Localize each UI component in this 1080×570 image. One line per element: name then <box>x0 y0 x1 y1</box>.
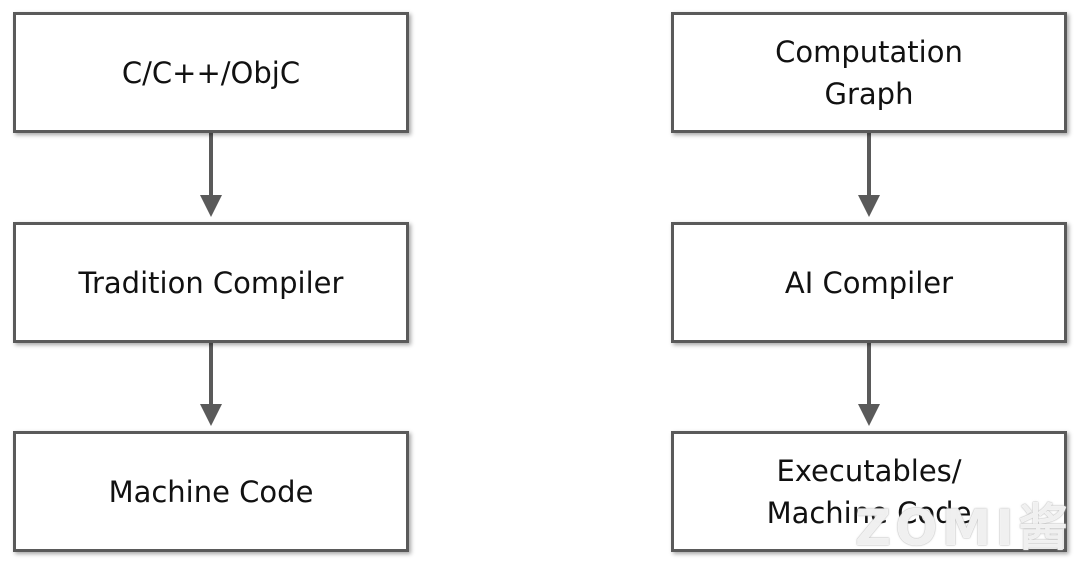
traditional-compiler-label: Tradition Compiler <box>78 265 344 300</box>
watermark-logo: ZOMI酱 <box>854 499 1072 557</box>
arrow-source-to-compiler-left <box>200 133 222 217</box>
machine-code-box: Machine Code <box>13 431 409 552</box>
machine-code-label: Machine Code <box>108 474 314 509</box>
computation-graph-label-line1: Computation <box>775 34 963 69</box>
computation-graph-label-line2: Graph <box>824 76 914 111</box>
executables-label-line2: Machine Code <box>766 495 972 530</box>
arrow-source-to-compiler-right <box>858 133 880 217</box>
traditional-compiler-box: Tradition Compiler <box>13 222 409 343</box>
computation-graph-box: Computation Graph <box>671 12 1067 133</box>
arrow-compiler-to-output-left <box>200 343 222 426</box>
arrow-compiler-to-output-right <box>858 343 880 426</box>
source-language-label: C/C++/ObjC <box>121 55 301 90</box>
executables-box: Executables/ Machine Code <box>671 431 1067 552</box>
executables-label-line1: Executables/ <box>776 453 962 488</box>
source-language-box: C/C++/ObjC <box>13 12 409 133</box>
ai-compiler-box: AI Compiler <box>671 222 1067 343</box>
ai-compiler-label: AI Compiler <box>784 265 954 300</box>
